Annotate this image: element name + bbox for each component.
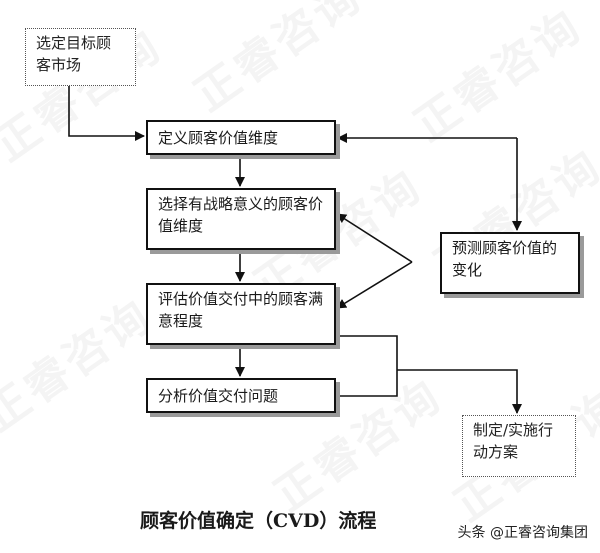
arrow-to-plan <box>397 369 522 414</box>
strategic-dims-label: 选择有战略意义的顾客价值维度 <box>158 195 324 235</box>
line-evaluate-out <box>336 335 398 370</box>
arrow-market-to-define <box>68 86 145 141</box>
predict-label: 预测顾客价值的变化 <box>452 239 558 279</box>
define-dims-box: 定义顾客价值维度 <box>146 120 336 155</box>
plan-box: 制定/实施行动方案 <box>462 415 576 477</box>
define-dims-label: 定义顾客价值维度 <box>158 129 279 147</box>
predict-box: 预测顾客价值的变化 <box>440 232 580 294</box>
analyze-box: 分析价值交付问题 <box>146 378 336 413</box>
diagram-caption: 顾客价值确定（CVD）流程 <box>140 510 377 532</box>
source-credit: 头条 @正睿咨询集团 <box>457 525 588 541</box>
arrow-predict-to-strategic <box>336 213 413 263</box>
arrow-predict-to-evaluate <box>336 261 413 309</box>
select-market-label: 选定目标顾客市场 <box>36 34 112 74</box>
analyze-label: 分析价值交付问题 <box>158 387 279 405</box>
line-analyze-out <box>336 370 398 397</box>
strategic-dims-box: 选择有战略意义的顾客价值维度 <box>146 188 336 250</box>
evaluate-label: 评估价值交付中的顾客满意程度 <box>158 290 324 330</box>
select-market-box: 选定目标顾客市场 <box>25 28 136 86</box>
evaluate-box: 评估价值交付中的顾客满意程度 <box>146 283 336 345</box>
plan-label: 制定/实施行动方案 <box>473 421 554 461</box>
